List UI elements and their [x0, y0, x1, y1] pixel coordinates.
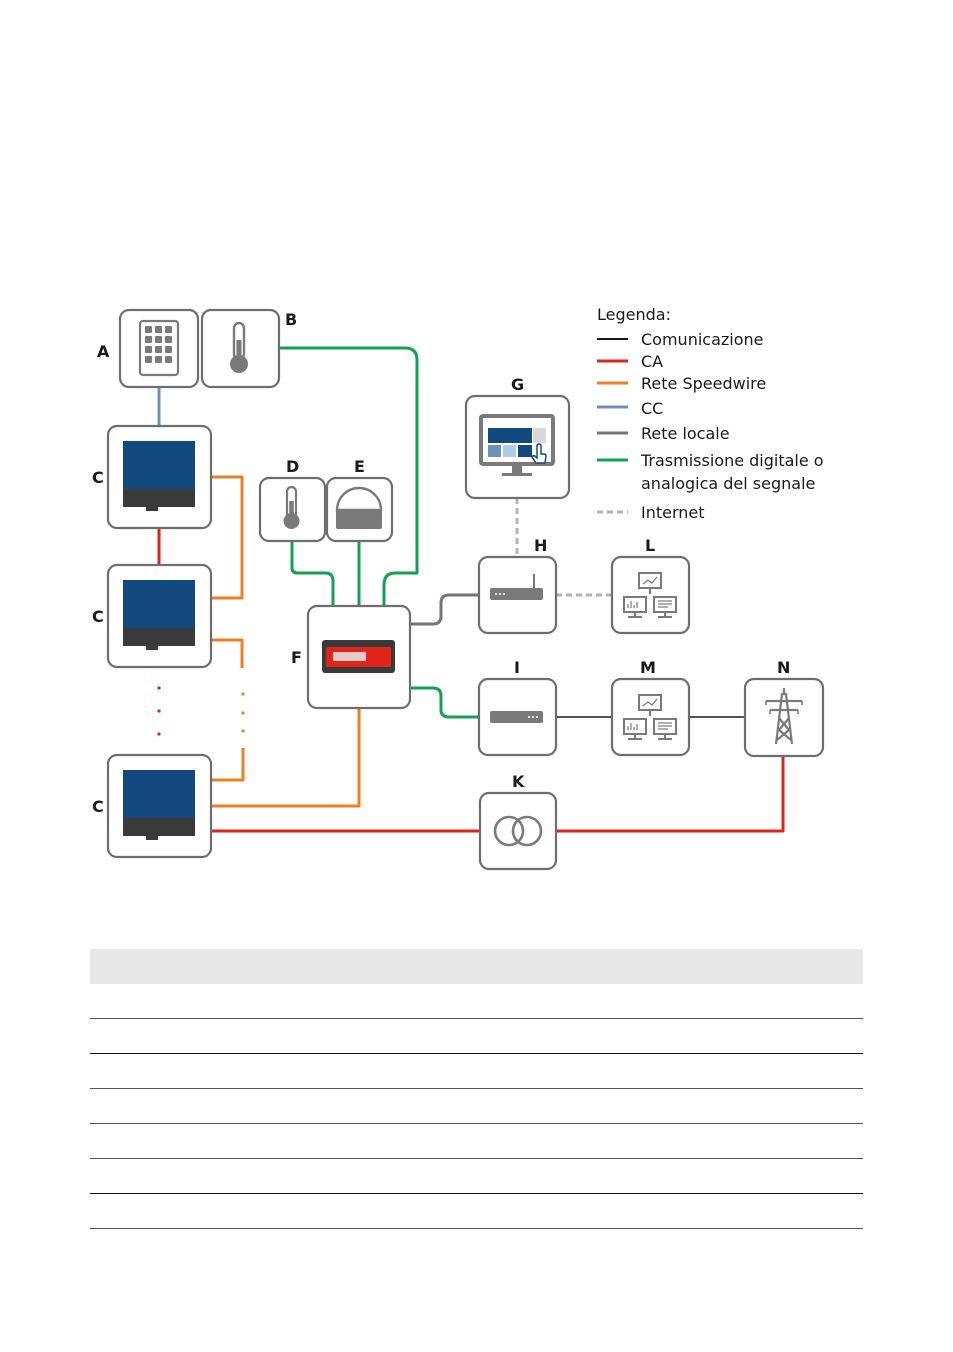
system-overview-diagram: A B C C C D	[92, 305, 825, 871]
table-cell	[90, 1053, 863, 1089]
table-cell	[90, 1018, 863, 1054]
computers-icon	[623, 572, 677, 618]
computer-l	[610, 555, 691, 635]
label-d: D	[286, 457, 299, 476]
receiver-i	[477, 677, 558, 757]
monitoring-portal-g	[464, 394, 571, 500]
label-l: L	[645, 536, 655, 555]
speedwire-c1-c2	[211, 475, 244, 600]
computer-m	[610, 677, 691, 757]
communication-device-f	[306, 604, 412, 710]
computers-icon	[623, 694, 677, 740]
ac-k-n	[556, 756, 785, 833]
thermometer-icon	[283, 485, 300, 529]
position-table	[90, 949, 863, 1229]
signal-f-i	[410, 686, 479, 719]
monitor-icon	[479, 414, 555, 476]
ac-continuation-dots	[157, 686, 161, 736]
thermometer-icon	[230, 321, 248, 373]
label-f: F	[291, 648, 302, 667]
label-h: H	[534, 536, 547, 555]
signal-b-f	[279, 346, 419, 606]
label-b: B	[285, 310, 297, 329]
legend-label-internet: Internet	[641, 503, 705, 522]
table-cell	[90, 1158, 863, 1194]
pv-module	[118, 308, 200, 389]
table-row	[90, 1018, 863, 1054]
table-row	[90, 1053, 863, 1089]
label-m: M	[640, 658, 656, 677]
router-h	[477, 555, 558, 635]
inverter-1	[106, 424, 213, 530]
irradiation-sensor-e	[325, 476, 394, 543]
table-row	[90, 1158, 863, 1194]
temperature-sensor-b	[200, 308, 281, 389]
label-n: N	[777, 658, 790, 677]
table-cell	[90, 984, 863, 1019]
legend-label-signal: Trasmissione digitale o	[640, 451, 824, 470]
table-row	[90, 1123, 863, 1159]
hand-pointer-icon	[531, 443, 547, 464]
table-header-cell	[90, 949, 863, 984]
table-header-row	[90, 949, 863, 984]
legend-label-ac: CA	[641, 352, 663, 371]
legend-label-dc: CC	[641, 399, 663, 418]
utility-grid-n	[743, 677, 825, 758]
label-k: K	[512, 772, 525, 791]
solar-panel-icon	[145, 326, 172, 363]
label-g: G	[511, 375, 524, 394]
transformer-icon	[493, 815, 543, 847]
temperature-sensor-d	[258, 476, 327, 543]
power-pylon-icon	[765, 688, 803, 745]
label-i: I	[514, 658, 520, 677]
inverter-3	[106, 753, 213, 859]
legend-label-signal-line2: analogica del segnale	[641, 474, 815, 493]
transformer-k	[478, 791, 558, 871]
inverter-2	[106, 563, 213, 669]
table-cell	[90, 1123, 863, 1159]
table-row	[90, 1088, 863, 1124]
label-c-2: C	[92, 607, 104, 626]
label-c-3: C	[92, 797, 104, 816]
irradiation-sensor-icon	[335, 486, 383, 529]
router-icon	[490, 574, 543, 600]
legend: Legenda: Comunicazione CA Rete Speedwire…	[597, 305, 824, 522]
speedwire-c3-up	[211, 748, 245, 782]
speedwire-c3-f	[211, 708, 361, 808]
label-e: E	[354, 457, 365, 476]
table-row	[90, 1193, 863, 1229]
lan-f-h	[410, 593, 479, 626]
table-row	[90, 984, 863, 1019]
legend-title: Legenda:	[597, 305, 671, 324]
receiver-icon	[490, 711, 543, 723]
speedwire-continuation-dots	[241, 692, 245, 733]
table-cell	[90, 1088, 863, 1124]
legend-label-communication: Comunicazione	[641, 330, 764, 349]
label-c-1: C	[92, 468, 104, 487]
legend-label-speedwire: Rete Speedwire	[641, 374, 766, 393]
label-a: A	[97, 342, 110, 361]
table-cell	[90, 1193, 863, 1229]
signal-d-f	[290, 541, 335, 606]
legend-label-lan: Rete locale	[641, 424, 730, 443]
speedwire-c2-down	[211, 638, 244, 668]
